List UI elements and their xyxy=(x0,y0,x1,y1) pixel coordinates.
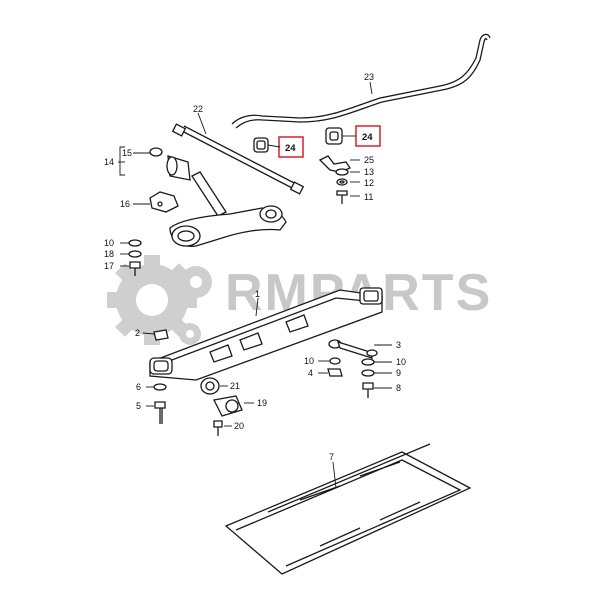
stabilizer-bar xyxy=(231,33,491,129)
callout-1: 1 xyxy=(255,289,260,299)
callout-9: 9 xyxy=(396,368,401,378)
rubber-bushing xyxy=(200,377,220,395)
torsion-bushing xyxy=(149,147,191,181)
callout-7: 7 xyxy=(329,452,334,462)
callout-2: 2 xyxy=(135,328,140,338)
callout-10-mid: 10 xyxy=(304,356,314,366)
leader-lines xyxy=(118,81,392,489)
torsion-bar xyxy=(171,123,305,195)
callout-15: 15 xyxy=(122,148,132,158)
callout-10-right: 10 xyxy=(396,357,406,367)
callout-24-right: 24 xyxy=(362,132,373,143)
callout-10-left: 10 xyxy=(104,238,114,248)
callout-6: 6 xyxy=(136,382,141,392)
callout-12: 12 xyxy=(364,178,374,188)
callout-20: 20 xyxy=(234,421,244,431)
nut xyxy=(153,329,169,341)
tie-link xyxy=(327,339,378,377)
crossmember xyxy=(149,287,383,381)
control-arm xyxy=(169,171,287,247)
bushing-bracket xyxy=(149,191,179,213)
callout-23: 23 xyxy=(364,72,374,82)
bushing-holder xyxy=(213,395,243,436)
callout-labels: 23 22 24 24 25 13 12 11 15 14 16 10 18 1… xyxy=(104,72,406,462)
callout-14: 14 xyxy=(104,157,114,167)
callout-24-left: 24 xyxy=(285,143,296,154)
callout-11: 11 xyxy=(364,192,373,202)
right-hardware-stack xyxy=(361,358,375,398)
callout-3: 3 xyxy=(396,340,401,350)
callout-17: 17 xyxy=(104,261,114,271)
bolt-and-washer xyxy=(153,383,167,424)
callout-13: 13 xyxy=(364,167,374,177)
callout-21: 21 xyxy=(230,381,240,391)
callout-4: 4 xyxy=(308,368,313,378)
callout-16: 16 xyxy=(120,199,130,209)
callout-5: 5 xyxy=(136,401,141,411)
stabilizer-mount-right xyxy=(325,125,381,147)
callout-18: 18 xyxy=(104,249,114,259)
skid-plate xyxy=(224,443,472,575)
callout-22: 22 xyxy=(193,104,203,114)
mount-clamp xyxy=(318,155,351,204)
gear-icon xyxy=(107,255,212,345)
callout-25: 25 xyxy=(364,155,374,165)
callout-8: 8 xyxy=(396,383,401,393)
callout-19: 19 xyxy=(257,398,267,408)
